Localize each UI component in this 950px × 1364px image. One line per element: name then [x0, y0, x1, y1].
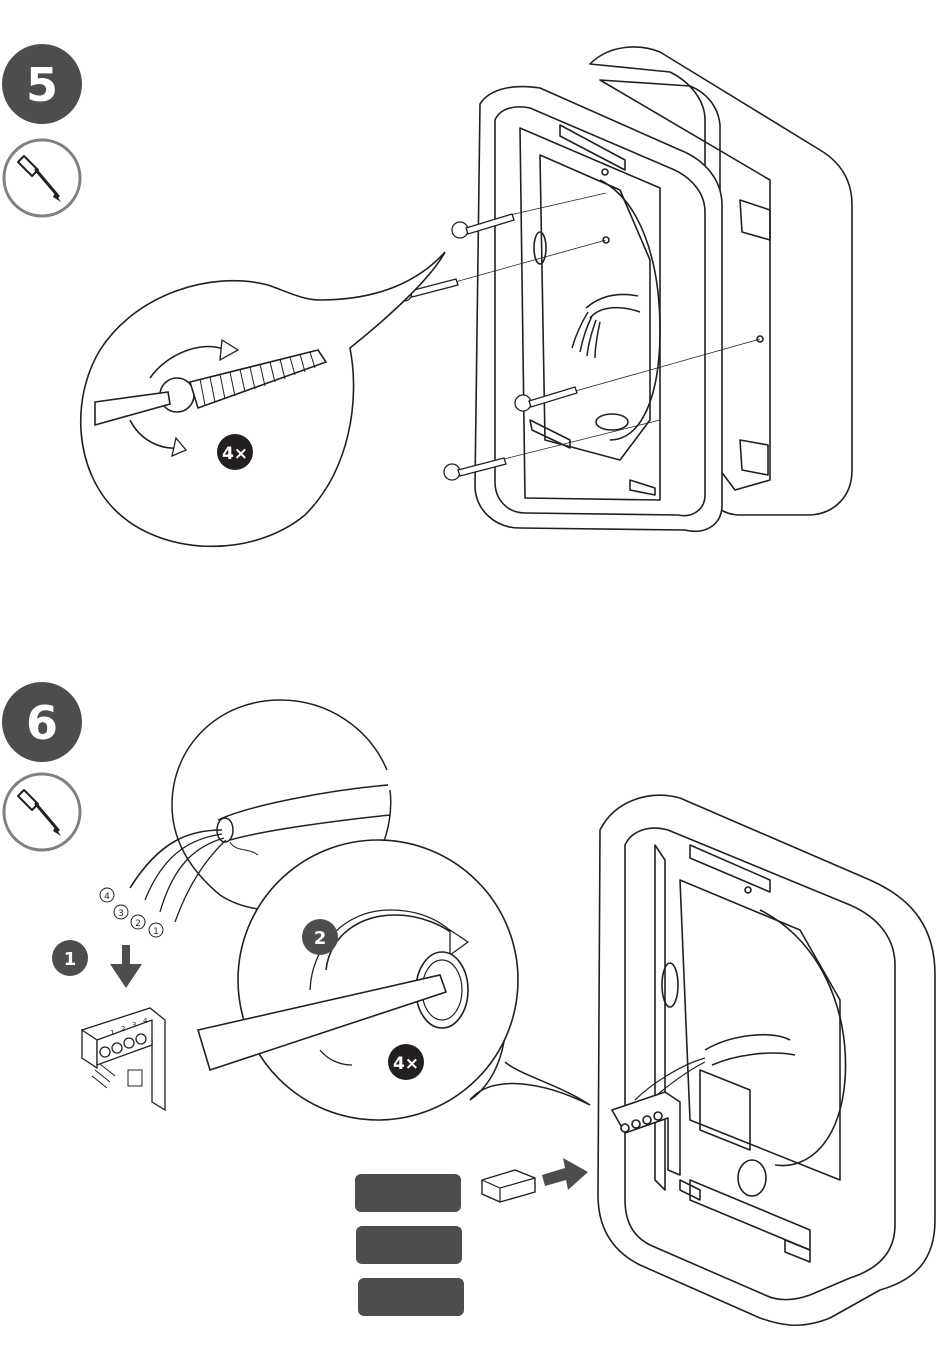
mounting-frame [475, 87, 722, 532]
screwdriver-icon [4, 774, 80, 850]
svg-text:3: 3 [118, 909, 124, 919]
terminal-connector: 1 2 3 4 [82, 1008, 165, 1110]
wire-labels: 4 3 2 1 [100, 888, 163, 937]
installed-assembly [598, 795, 935, 1325]
arrow-right-icon [542, 1158, 588, 1190]
screw-callout: 4× [81, 252, 445, 546]
svg-text:4: 4 [143, 1017, 148, 1025]
option-buttons [355, 1174, 464, 1316]
option-button-1[interactable] [355, 1174, 461, 1212]
screw-tightening-callout: 2 4× [198, 840, 590, 1120]
screwdriver-icon [4, 140, 80, 216]
step-6: 6 4 3 2 1 [2, 682, 935, 1325]
svg-text:2: 2 [135, 919, 141, 929]
svg-text:2: 2 [121, 1025, 125, 1033]
svg-text:3: 3 [132, 1021, 136, 1029]
step-6-count: 4× [393, 1054, 419, 1074]
svg-text:1: 1 [110, 1029, 114, 1037]
jumper-clip [482, 1170, 535, 1202]
arrow-down-icon [110, 945, 142, 988]
step-5: 5 [2, 44, 852, 546]
svg-text:1: 1 [153, 927, 159, 937]
step-6-number: 6 [26, 696, 58, 750]
sub-step-2-number: 2 [314, 928, 327, 949]
option-button-2[interactable] [356, 1226, 462, 1264]
sub-step-1-number: 1 [64, 949, 77, 970]
svg-text:4: 4 [104, 892, 110, 902]
option-button-3[interactable] [358, 1278, 464, 1316]
step-5-count: 4× [222, 444, 248, 464]
step-5-number: 5 [26, 58, 58, 112]
